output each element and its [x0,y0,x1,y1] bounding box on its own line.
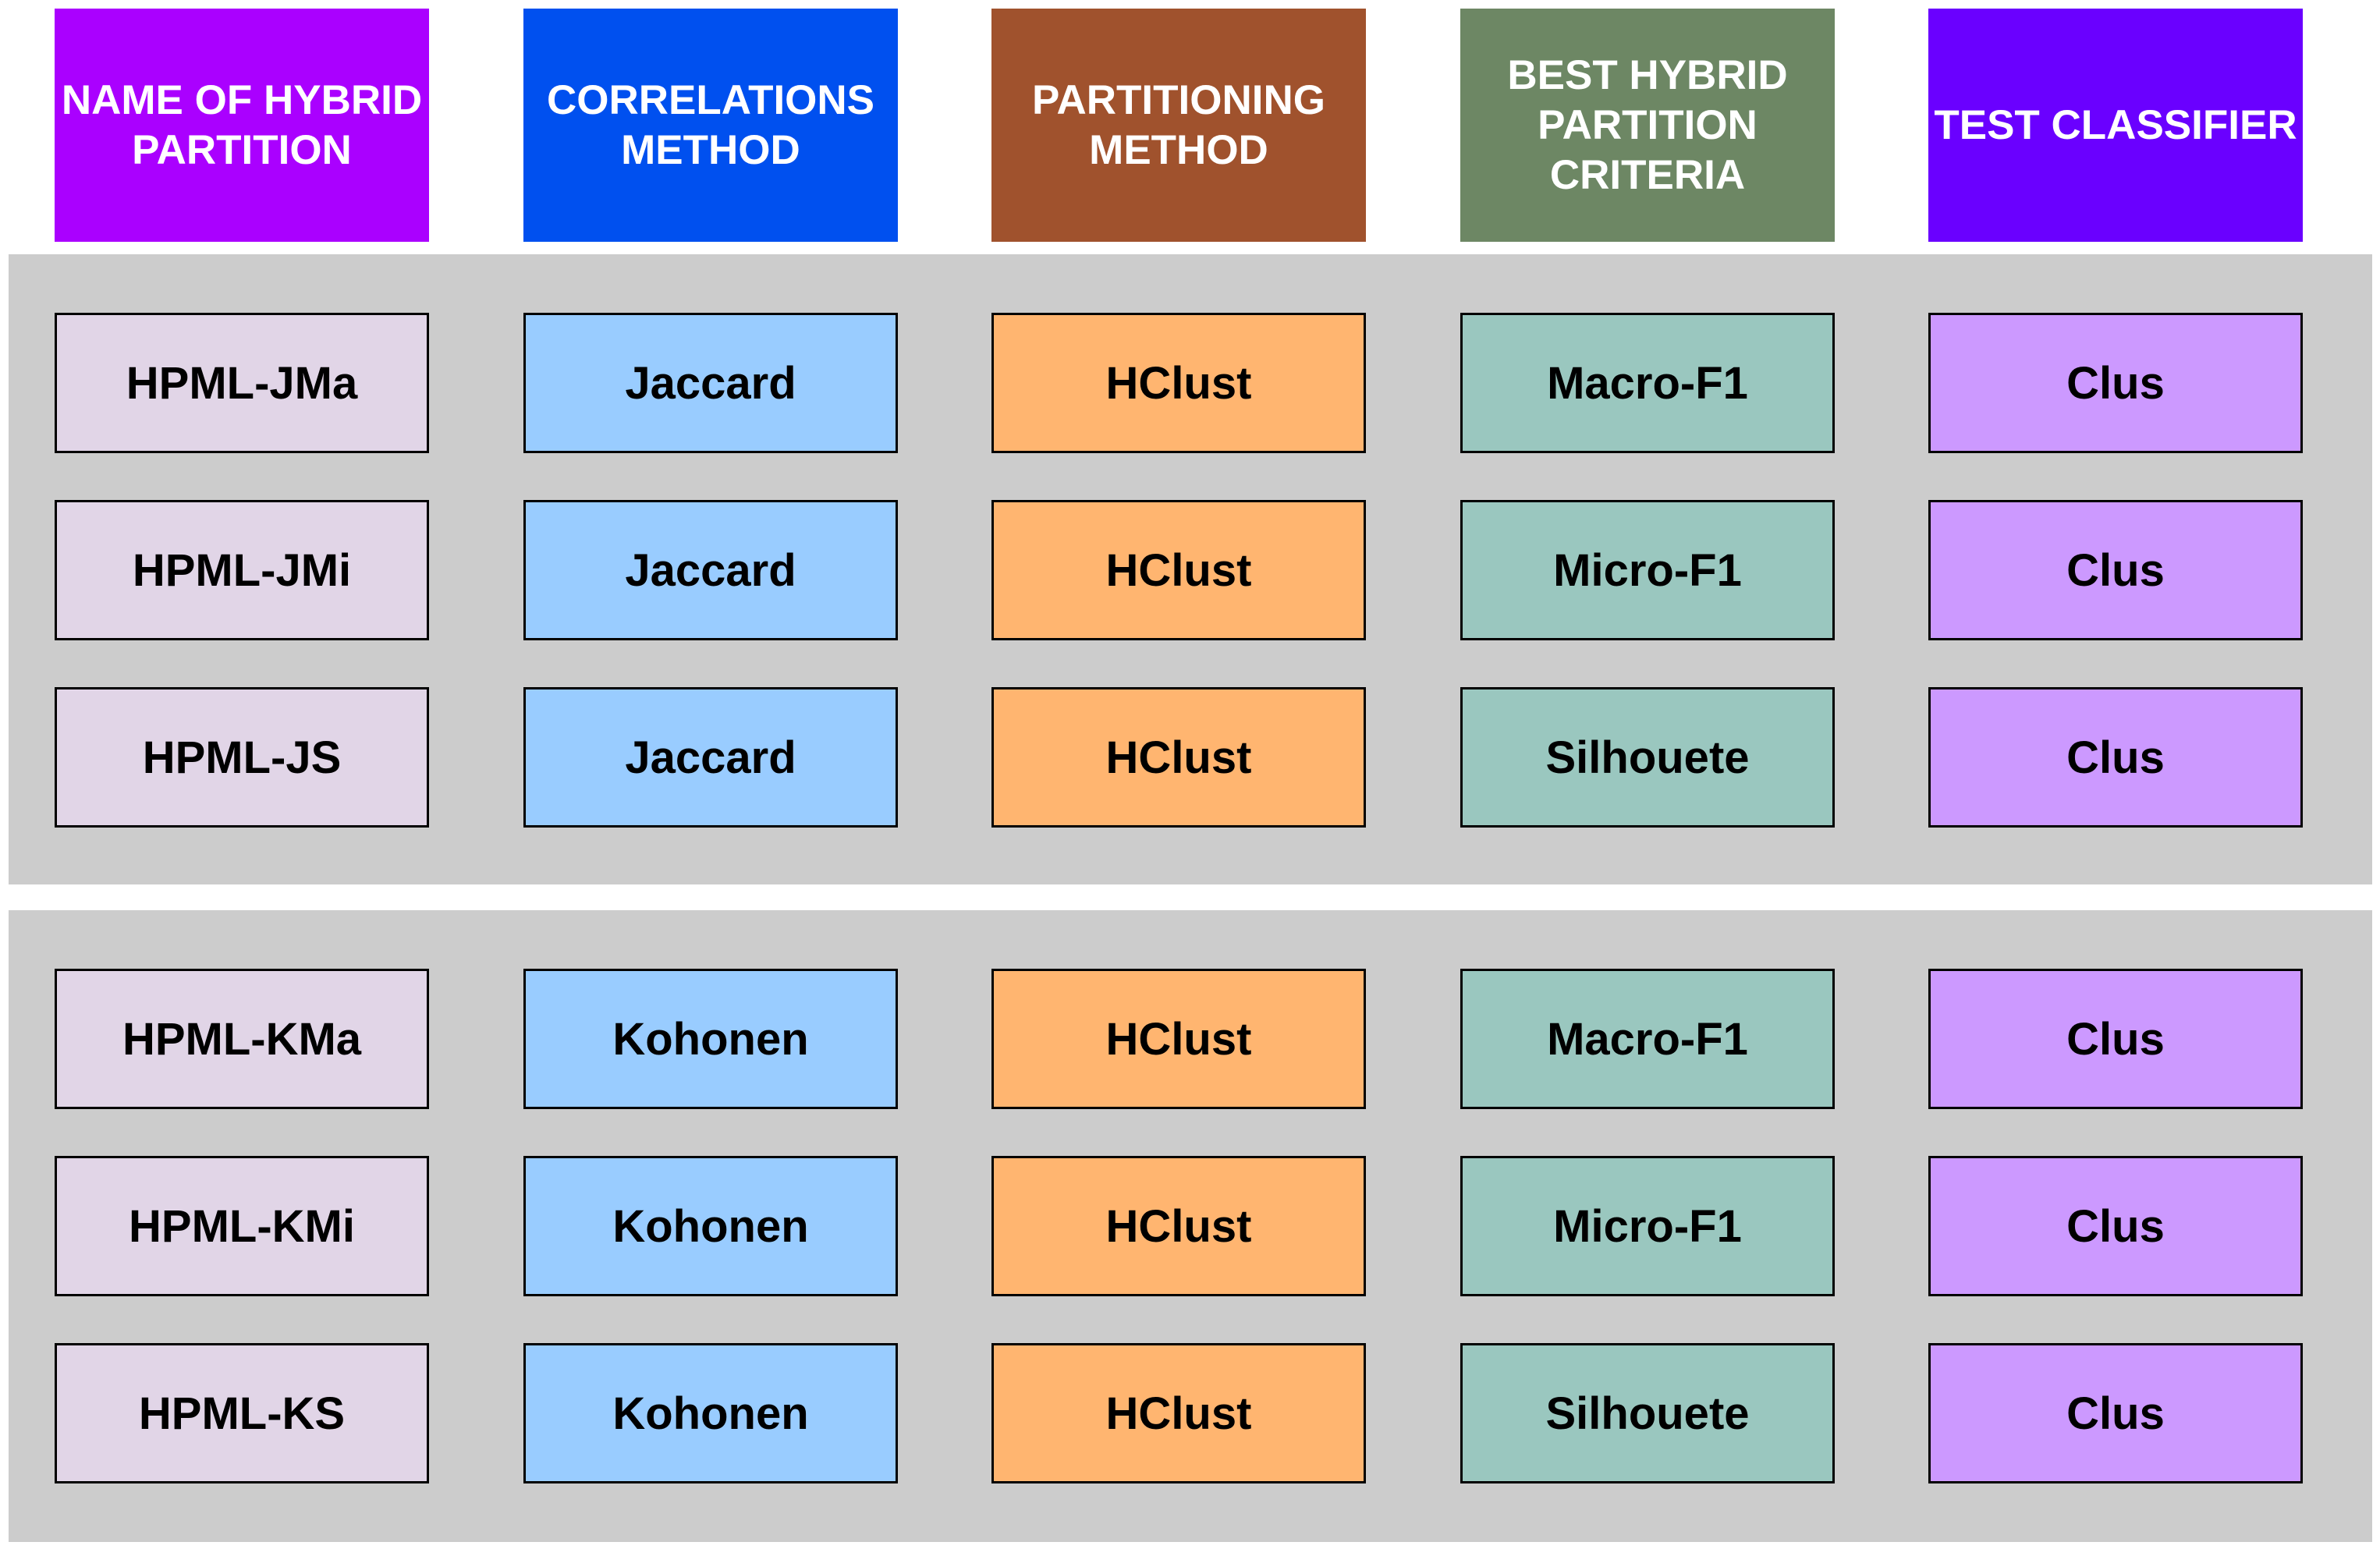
cell-partition-name: HPML-JS [55,687,429,828]
cell-partitioning-method: HClust [991,500,1366,640]
cell-partitioning-method: HClust [991,687,1366,828]
cell-criteria: Silhouete [1460,687,1835,828]
cell-correlation-method: Jaccard [523,687,898,828]
header-correlations-method: CORRELATIONS METHOD [523,9,898,242]
cell-partitioning-method: HClust [991,1156,1366,1296]
header-partitioning-method: PARTITIONING METHOD [991,9,1366,242]
cell-partitioning-method: HClust [991,313,1366,453]
cell-correlation-method: Jaccard [523,500,898,640]
cell-classifier: Clus [1928,313,2303,453]
cell-partitioning-method: HClust [991,1343,1366,1483]
cell-criteria: Micro-F1 [1460,1156,1835,1296]
cell-correlation-method: Jaccard [523,313,898,453]
cell-classifier: Clus [1928,500,2303,640]
cell-classifier: Clus [1928,1156,2303,1296]
cell-classifier: Clus [1928,969,2303,1109]
cell-criteria: Silhouete [1460,1343,1835,1483]
cell-criteria: Micro-F1 [1460,500,1835,640]
cell-classifier: Clus [1928,687,2303,828]
cell-partition-name: HPML-KS [55,1343,429,1483]
cell-partition-name: HPML-KMi [55,1156,429,1296]
cell-partition-name: HPML-JMi [55,500,429,640]
cell-correlation-method: Kohonen [523,969,898,1109]
cell-criteria: Macro-F1 [1460,313,1835,453]
cell-partition-name: HPML-JMa [55,313,429,453]
cell-classifier: Clus [1928,1343,2303,1483]
header-best-hybrid-partition-criteria: BEST HYBRID PARTITION CRITERIA [1460,9,1835,242]
cell-partition-name: HPML-KMa [55,969,429,1109]
cell-criteria: Macro-F1 [1460,969,1835,1109]
header-name-of-hybrid-partition: NAME OF HYBRID PARTITION [55,9,429,242]
cell-correlation-method: Kohonen [523,1156,898,1296]
cell-partitioning-method: HClust [991,969,1366,1109]
cell-correlation-method: Kohonen [523,1343,898,1483]
header-test-classifier: TEST CLASSIFIER [1928,9,2303,242]
